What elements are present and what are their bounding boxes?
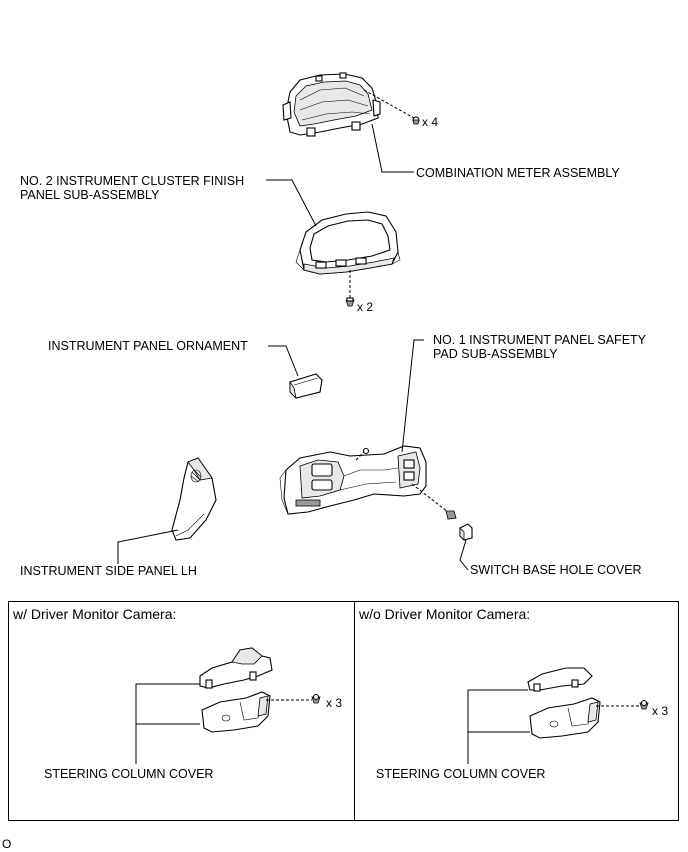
switch-base-hole-cover-label: SWITCH BASE HOLE COVER [470, 563, 642, 577]
switch-base-hole-cover-leader [459, 539, 469, 571]
left-box-screw-icon [266, 693, 321, 704]
cluster-finish-panel-leader [266, 179, 317, 227]
safety-pad-drawing [279, 445, 427, 515]
combination-meter-label: COMBINATION METER ASSEMBLY [416, 166, 620, 180]
with-camera-box [8, 601, 355, 821]
meter-screws-quantity: x 4 [422, 115, 439, 129]
right-upper-column-cover-drawing [527, 667, 593, 692]
left-box-screws-quantity: x 3 [326, 696, 343, 710]
right-box-screws-quantity: x 3 [652, 704, 669, 718]
right-steering-column-cover-label: STEERING COLUMN COVER [376, 767, 546, 781]
side-panel-lh-leader [117, 529, 179, 564]
without-camera-box [354, 601, 679, 821]
panel-ornament-leader [268, 345, 299, 377]
combination-meter-leader [371, 123, 414, 173]
safety-pad-leader [401, 339, 424, 453]
meter-screw-icon [363, 89, 420, 125]
safety-pad-screw-icons [355, 447, 457, 520]
side-panel-lh-label: INSTRUMENT SIDE PANEL LH [20, 564, 197, 578]
side-panel-lh-drawing [171, 457, 217, 541]
left-lower-column-cover-drawing [201, 691, 271, 733]
switch-base-hole-cover-drawing [459, 523, 473, 541]
right-box-screw-icon [596, 699, 649, 710]
right-box-leader [467, 689, 530, 764]
left-steering-column-cover-label: STEERING COLUMN COVER [44, 767, 214, 781]
cluster-clip-icon [345, 270, 355, 307]
footer-code: O [2, 837, 12, 851]
panel-ornament-label: INSTRUMENT PANEL ORNAMENT [48, 339, 248, 353]
safety-pad-label: NO. 1 INSTRUMENT PANEL SAFETY PAD SUB-AS… [433, 333, 647, 361]
left-upper-column-cover-drawing [199, 647, 273, 689]
combination-meter-drawing [282, 72, 381, 137]
without-camera-title: w/o Driver Monitor Camera: [359, 606, 531, 622]
right-lower-column-cover-drawing [529, 697, 601, 739]
with-camera-title: w/ Driver Monitor Camera: [13, 606, 177, 622]
left-box-leader [135, 683, 200, 764]
cluster-finish-panel-label: NO. 2 INSTRUMENT CLUSTER FINISH PANEL SU… [20, 174, 245, 202]
cluster-clips-quantity: x 2 [357, 300, 374, 314]
cluster-finish-panel-drawing [295, 211, 401, 275]
panel-ornament-drawing [289, 373, 323, 400]
